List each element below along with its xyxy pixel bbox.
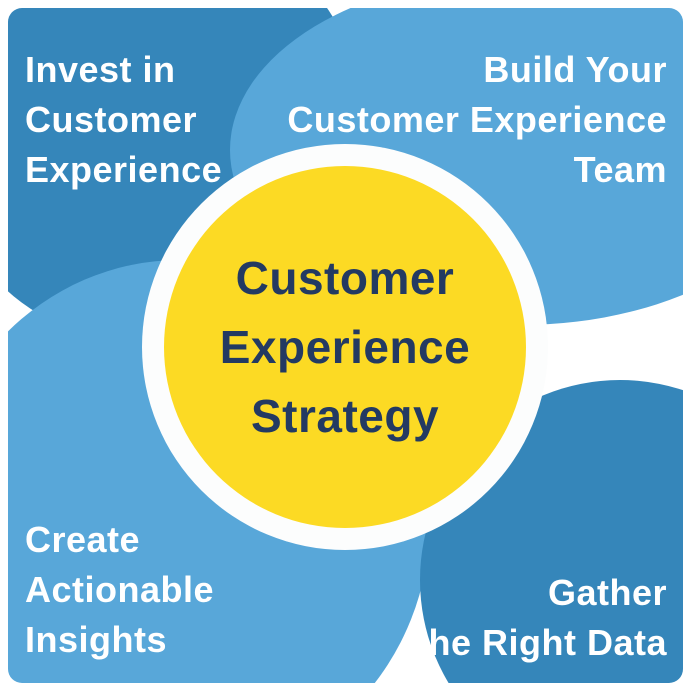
center-title: Customer Experience Strategy (220, 244, 470, 451)
label-line: Build Your (483, 49, 667, 90)
label-line: Actionable (25, 569, 215, 610)
label-line: Experience (25, 149, 223, 190)
quadrant-label-top-right: Build Your Customer Experience Team (287, 45, 667, 195)
label-line: Customer Experience (287, 99, 667, 140)
center-title-line: Experience (219, 320, 471, 373)
center-ring: Customer Experience Strategy (142, 144, 548, 550)
label-line: the Right Data (415, 622, 667, 663)
center-title-line: Customer (235, 251, 455, 304)
infographic-canvas: Customer Experience Strategy Invest in C… (8, 8, 683, 683)
center-title-line: Strategy (250, 389, 440, 442)
quadrant-label-bottom-left: Create Actionable Insights (25, 515, 214, 665)
label-line: Create (25, 519, 141, 560)
label-line: Team (573, 149, 667, 190)
label-line: Gather (547, 572, 667, 613)
label-line: Insights (25, 619, 168, 660)
quadrant-label-top-left: Invest in Customer Experience (25, 45, 222, 195)
center-circle: Customer Experience Strategy (164, 166, 526, 528)
quadrant-label-bottom-right: Gather the Right Data (416, 568, 667, 668)
label-line: Invest in (25, 49, 176, 90)
label-line: Customer (25, 99, 198, 140)
